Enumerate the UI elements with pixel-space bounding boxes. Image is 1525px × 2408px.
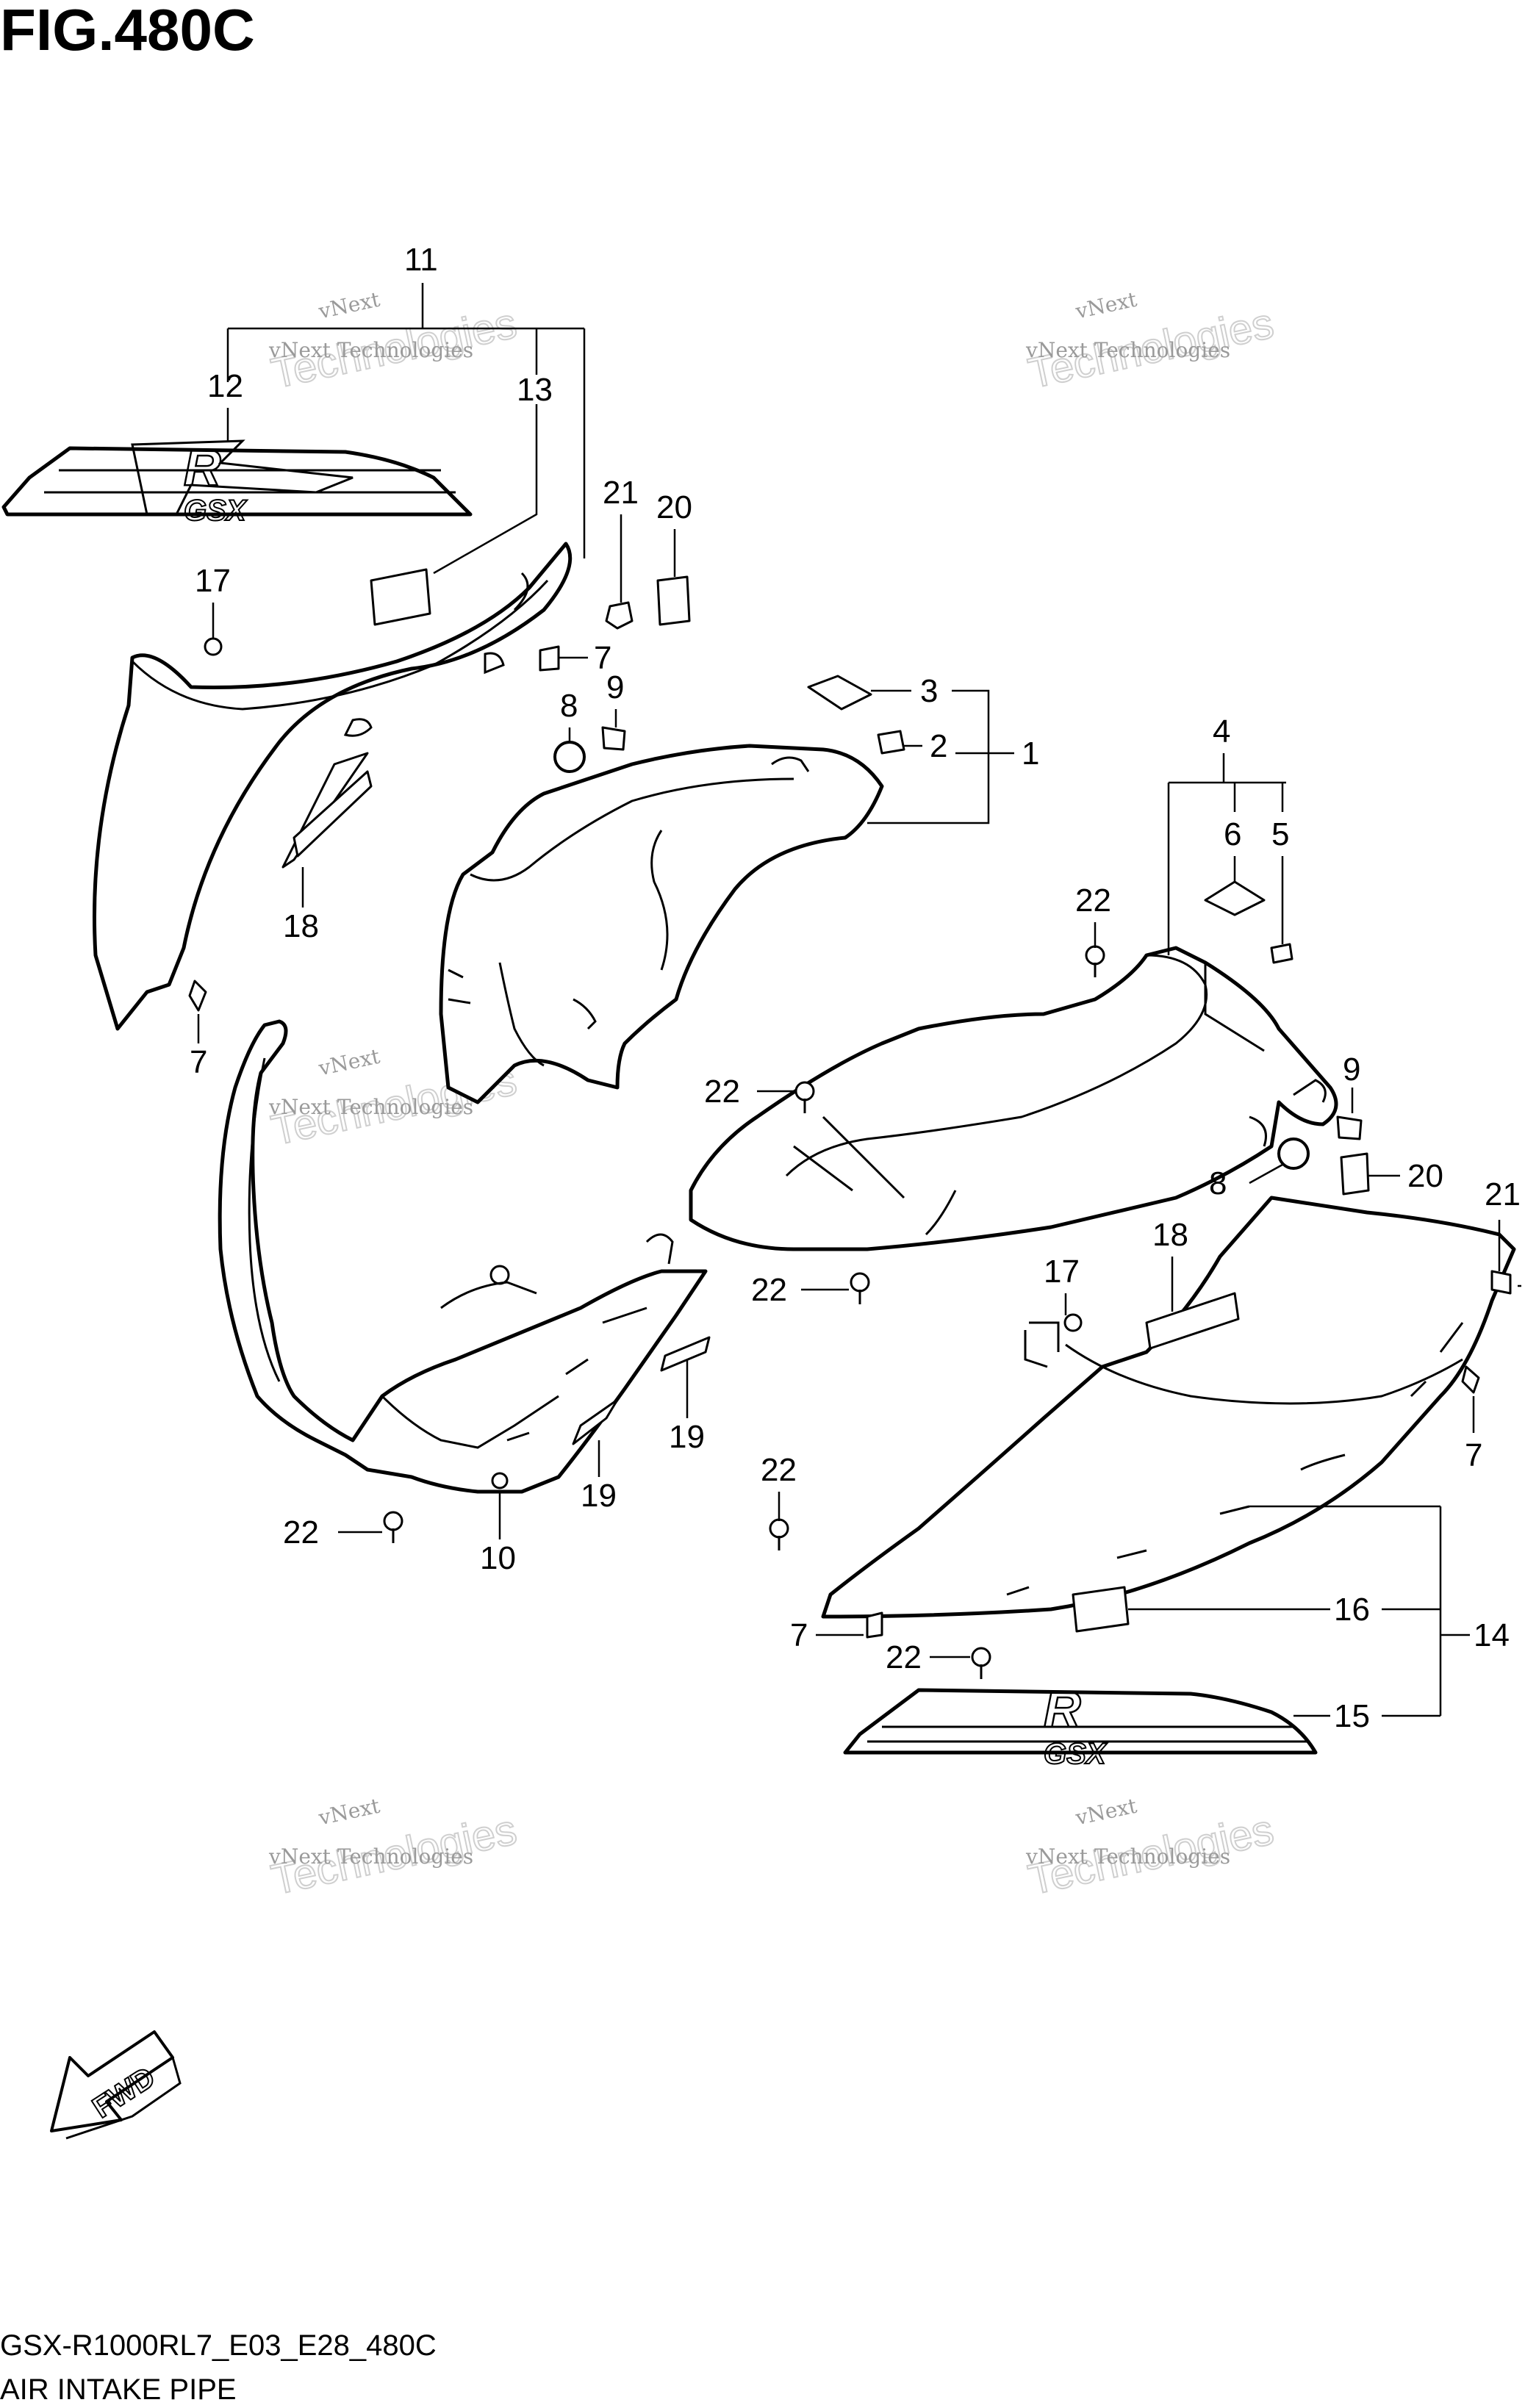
footer-name: AIR INTAKE PIPE — [0, 2373, 237, 2406]
clip-22-b — [794, 1081, 815, 1113]
decal-5 — [1270, 943, 1293, 964]
clip-10 — [491, 1472, 509, 1489]
callout-18-right: 18 — [1152, 1217, 1188, 1253]
callout-7-top: 7 — [594, 640, 611, 676]
decal-letter: R — [184, 439, 221, 496]
decal-top-left: R GSX — [1, 438, 473, 528]
screw-17-a — [204, 637, 223, 656]
watermark-text: vNext Technologies — [268, 1844, 473, 1869]
right-air-duct — [689, 946, 1338, 1251]
watermark-text: vNext Technologies — [268, 1095, 473, 1119]
watermark-text: vNext Technologies — [1025, 1844, 1230, 1869]
callout-21-right: 21 — [1485, 1176, 1521, 1212]
clip-22-f — [971, 1647, 991, 1679]
callout-11: 11 — [404, 242, 438, 278]
watermark-text: vNext — [316, 287, 383, 324]
decal-16 — [1072, 1586, 1130, 1633]
decal-letter: R — [1044, 1681, 1081, 1738]
right-lower-cowl — [821, 1196, 1516, 1619]
callout-22-d: 22 — [761, 1452, 797, 1488]
clip-22-a — [1085, 945, 1105, 977]
clip-21-b — [1490, 1270, 1512, 1295]
callout-6: 6 — [1224, 816, 1241, 852]
nut-7-d — [866, 1611, 883, 1639]
callout-22-c: 22 — [751, 1272, 787, 1308]
nut-7-b — [188, 980, 207, 1012]
callout-4: 4 — [1213, 714, 1230, 750]
clip-22-d — [769, 1518, 789, 1550]
decal-3 — [807, 675, 872, 711]
callout-5: 5 — [1271, 816, 1289, 852]
decal-13 — [370, 568, 431, 626]
callout-22-e: 22 — [283, 1514, 319, 1550]
watermark-text: vNext — [316, 1044, 383, 1081]
callout-8-top: 8 — [560, 688, 578, 724]
center-air-duct — [439, 744, 884, 1104]
callout-9-top: 9 — [606, 669, 624, 705]
screw-17-b — [1063, 1313, 1083, 1332]
callout-10: 10 — [480, 1540, 516, 1576]
callout-19-left: 19 — [581, 1478, 617, 1514]
callout-9-right: 9 — [1343, 1052, 1360, 1088]
callout-12: 12 — [207, 368, 243, 404]
decal-badge: GSX — [1044, 1738, 1108, 1770]
watermark-text: vNext — [316, 1794, 383, 1830]
watermark-text: vNext — [1073, 1794, 1140, 1830]
nut-7-a — [539, 645, 560, 672]
callout-14: 14 — [1474, 1617, 1510, 1653]
callout-13: 13 — [517, 372, 553, 408]
fwd-arrow: FWD — [50, 2030, 182, 2140]
callout-19-right: 19 — [669, 1419, 705, 1455]
clip-22-e — [383, 1511, 403, 1543]
callout-22-a: 22 — [1075, 883, 1111, 919]
callout-7-left: 7 — [190, 1044, 207, 1080]
watermark-text: vNext Technologies — [268, 338, 473, 362]
decal-18-left — [293, 770, 373, 858]
footer-code: GSX-R1000RL7_E03_E28_480C — [0, 2329, 437, 2362]
callout-1: 1 — [1022, 736, 1039, 772]
callout-20-top: 20 — [656, 489, 692, 525]
decal-badge: GSX — [184, 495, 248, 527]
clip-21-a — [605, 601, 634, 630]
watermark-bottom-left: Technologies vNext vNext Technologies — [267, 1794, 522, 1905]
callout-17-top: 17 — [195, 563, 231, 599]
decal-20-top — [656, 575, 691, 626]
callout-20-right: 20 — [1407, 1158, 1443, 1194]
callouts: 11 12 13 21 20 17 7 8 9 3 2 1 18 7 4 6 5… — [190, 242, 1521, 1734]
figure-title: FIG.480C — [0, 0, 255, 62]
callout-22-f: 22 — [886, 1639, 922, 1675]
nut-7-c — [1461, 1365, 1480, 1394]
bolt-9-a — [601, 726, 626, 751]
left-lower-panel — [218, 1019, 708, 1494]
callout-3: 3 — [920, 673, 938, 709]
callout-8-right: 8 — [1209, 1165, 1227, 1201]
callout-2: 2 — [930, 728, 947, 764]
grommet-8-b — [1277, 1137, 1310, 1170]
decal-bottom-right: R GSX — [843, 1680, 1318, 1771]
callout-22-b: 22 — [704, 1074, 740, 1110]
decal-18-right — [1145, 1292, 1240, 1350]
clip-22-c — [850, 1272, 870, 1304]
watermark-text: vNext — [1073, 287, 1140, 324]
callout-7-right: 7 — [1465, 1437, 1482, 1473]
callout-18-left: 18 — [283, 908, 319, 944]
callout-7-bottom: 7 — [790, 1617, 808, 1653]
callout-17-right: 17 — [1044, 1254, 1080, 1290]
watermark-bottom-right: Technologies vNext vNext Technologies — [1024, 1794, 1279, 1905]
decal-2 — [877, 730, 905, 755]
grommet-8-a — [553, 741, 586, 773]
decal-19-right — [660, 1336, 711, 1372]
bolt-9-b — [1336, 1115, 1363, 1140]
leader-lines — [197, 283, 1521, 1717]
watermark-top-left: Technologies vNext vNext Technologies — [267, 287, 522, 399]
callout-15: 15 — [1334, 1698, 1370, 1734]
watermark-text: vNext Technologies — [1025, 338, 1230, 362]
decal-20-right — [1340, 1152, 1370, 1196]
watermark-top-right: Technologies vNext vNext Technologies — [1024, 287, 1279, 399]
decal-6 — [1204, 880, 1266, 916]
decal-19-left — [572, 1398, 619, 1445]
callout-21-top: 21 — [603, 475, 639, 511]
callout-16: 16 — [1334, 1592, 1370, 1628]
